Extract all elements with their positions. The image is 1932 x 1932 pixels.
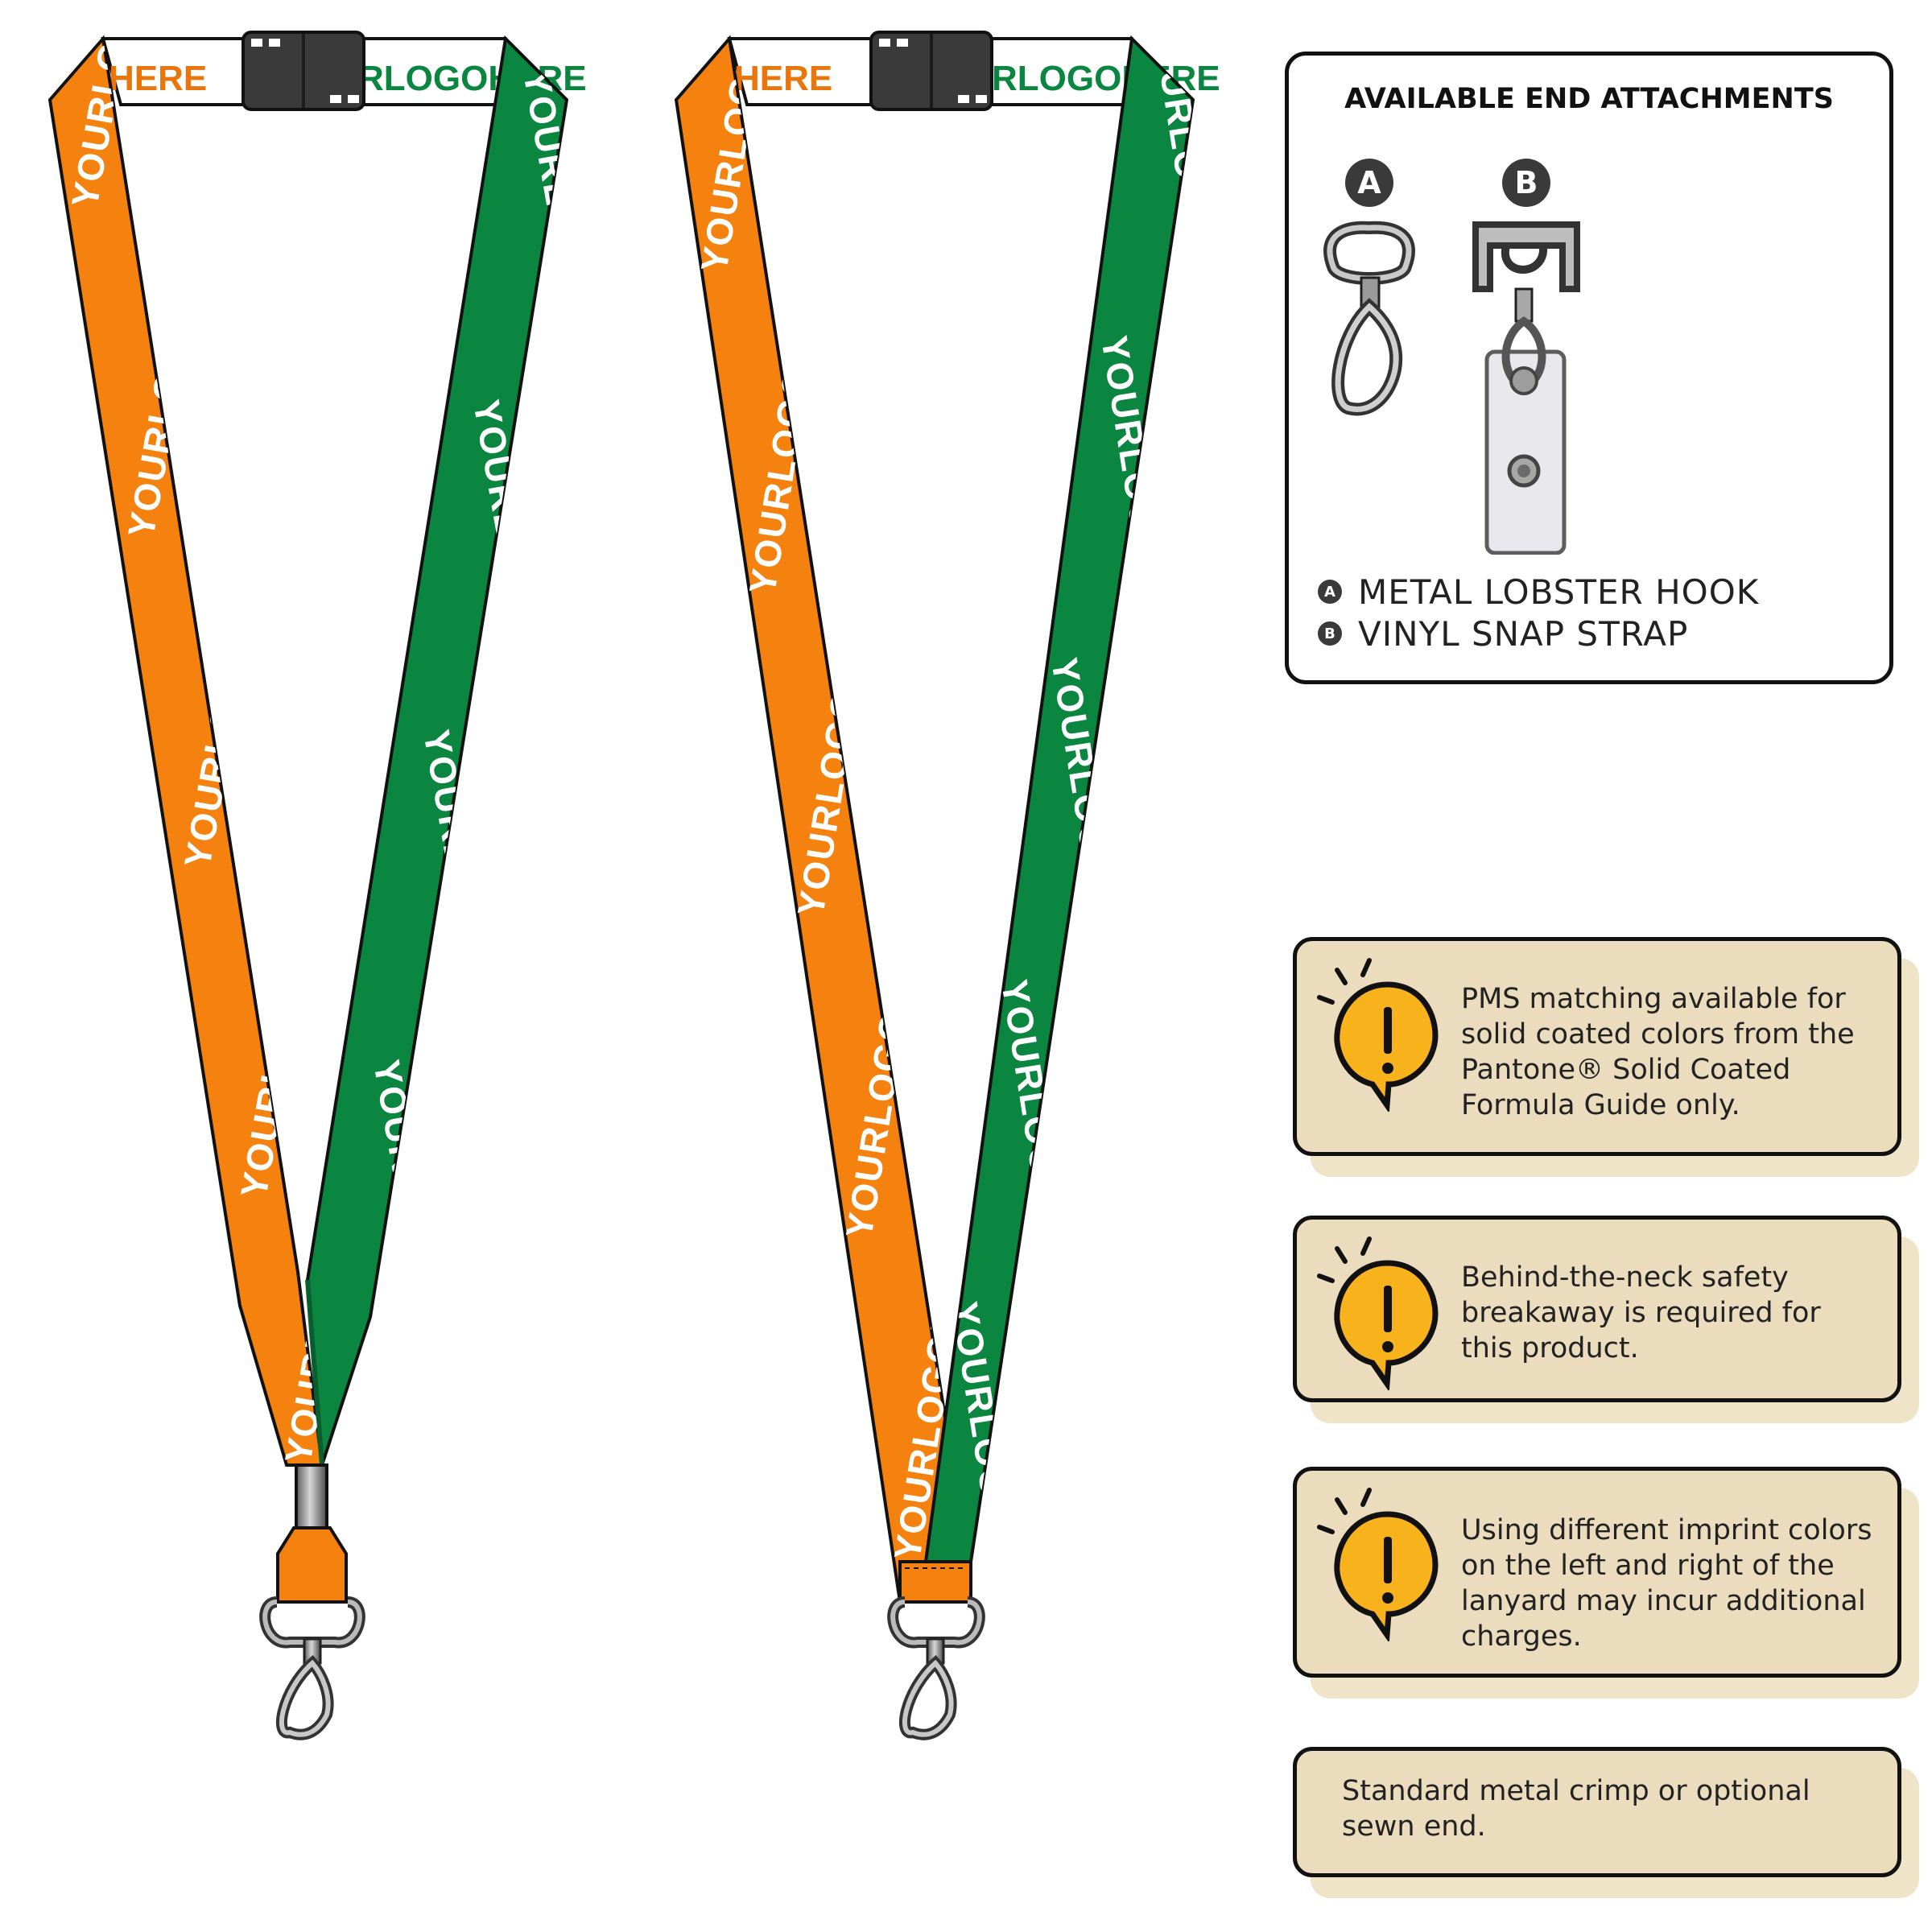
- metal-crimp-icon: [276, 1463, 348, 1604]
- vinyl-snap-strap-icon: [1472, 221, 1580, 555]
- lobster-hook-icon: [259, 1596, 365, 1740]
- svg-text:A: A: [1357, 165, 1381, 200]
- legend-label-a: METAL LOBSTER HOOK: [1358, 572, 1760, 612]
- lanyard-sewn-end: HERE RLOGOHERE YOURLOGOHERE YOURLOGOHERE…: [674, 31, 1220, 1740]
- attachment-illustrations: A B: [1323, 159, 1580, 555]
- lanyard-crimp-end: HERE RLOGOHERE YOURLOGOHERE YOURLOGOHERE…: [47, 31, 587, 1740]
- note-text: Behind-the-neck safety breakaway is requ…: [1461, 1261, 1821, 1364]
- left-strap: [47, 35, 324, 1467]
- note-text: PMS matching available for solid coated …: [1461, 983, 1855, 1121]
- svg-text:B: B: [1515, 165, 1538, 200]
- attachments-title: AVAILABLE END ATTACHMENTS: [1344, 83, 1834, 115]
- legend-label-b: VINYL SNAP STRAP: [1358, 613, 1689, 654]
- legend-item-b: B VINYL SNAP STRAP: [1318, 613, 1759, 654]
- lanyard-illustrations: HERE RLOGOHERE YOURLOGOHERE YOURLOGOHERE…: [47, 31, 1220, 1740]
- safety-breakaway-icon: [242, 31, 365, 111]
- lobster-hook-icon: [1323, 221, 1415, 416]
- safety-breakaway-icon: [869, 31, 993, 111]
- right-strap: [305, 35, 569, 1466]
- legend-item-a: A METAL LOBSTER HOOK: [1318, 571, 1759, 613]
- badge-b: B: [1318, 621, 1342, 646]
- alert-bubble-icon: [1317, 1236, 1439, 1390]
- top-imprint-left: HERE: [734, 59, 832, 98]
- note-text: Using different imprint colors on the le…: [1461, 1514, 1872, 1653]
- end-attachments-panel: AVAILABLE END ATTACHMENTS A B: [1285, 52, 1893, 684]
- alert-bubble-icon: [1317, 1488, 1439, 1641]
- attachment-badge-b: B: [1502, 159, 1550, 207]
- note-text: Standard metal crimp or optional sewn en…: [1342, 1775, 1810, 1843]
- sewn-end-icon: [898, 1560, 972, 1604]
- badge-a: A: [1318, 580, 1342, 604]
- alert-bubble-icon: [1317, 958, 1439, 1112]
- top-imprint-left: HERE: [109, 59, 207, 98]
- attachment-badge-a: A: [1345, 159, 1393, 207]
- attachments-legend: A METAL LOBSTER HOOK B VINYL SNAP STRAP: [1318, 571, 1759, 654]
- lobster-hook-icon: [887, 1596, 985, 1740]
